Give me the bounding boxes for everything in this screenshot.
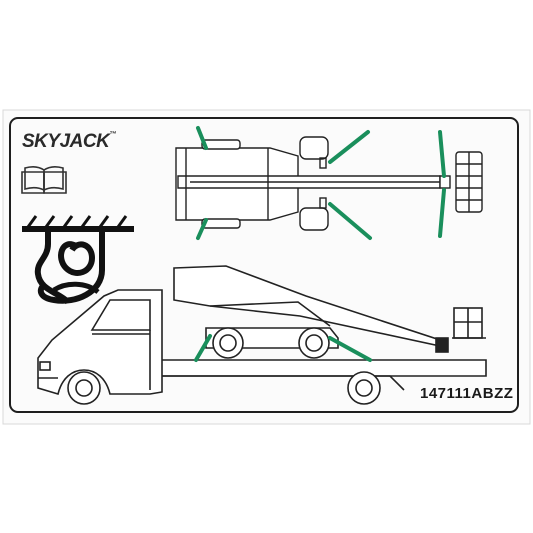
- tie-down-marking-side: [194, 334, 372, 362]
- tie-down-hook-icon: [22, 215, 134, 305]
- skyjack-logo: SKYJACK™: [22, 131, 116, 152]
- tie-down-marking-top: [196, 126, 446, 240]
- manual-book-icon: [21, 165, 67, 194]
- part-number: 147111ABZZ: [420, 385, 514, 402]
- machine-top-view: [175, 136, 483, 231]
- decal-border: [9, 117, 519, 413]
- truck-transport-side-view: [37, 265, 487, 405]
